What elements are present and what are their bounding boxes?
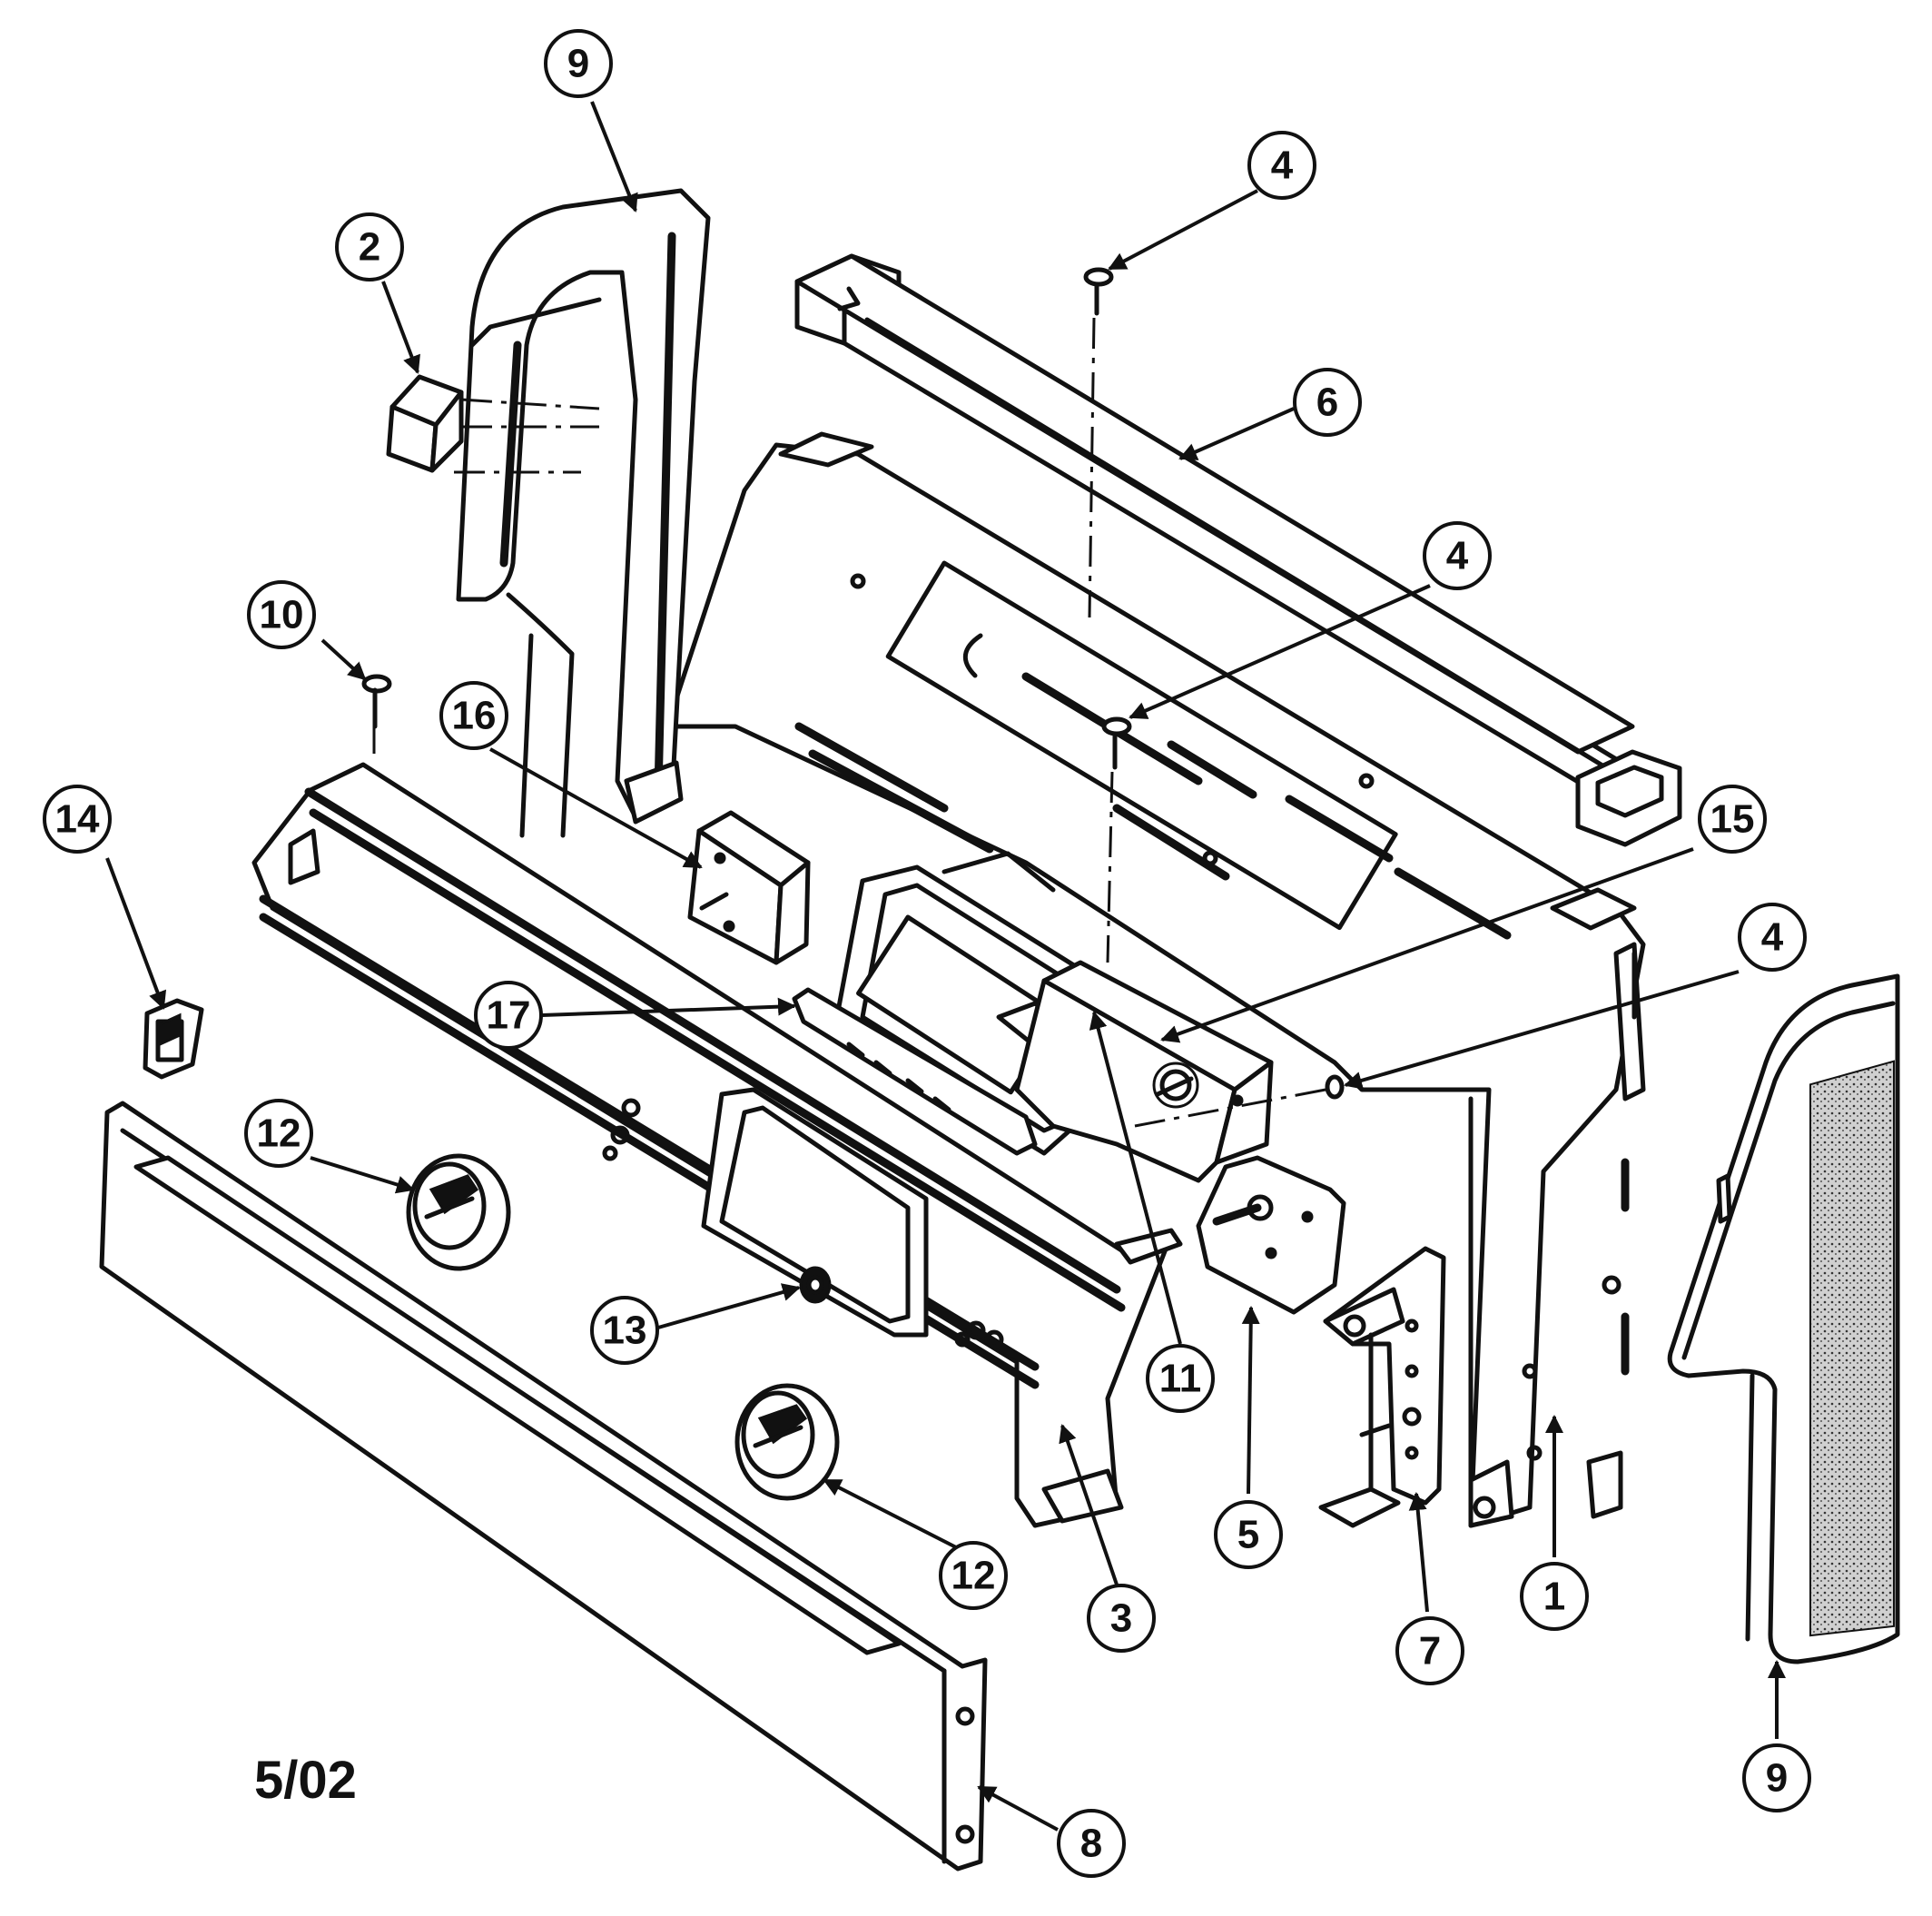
leader-4b xyxy=(1129,584,1431,719)
callout-7: 7 xyxy=(1395,1616,1464,1685)
screw-part-10 xyxy=(361,674,392,754)
callout-4b: 4 xyxy=(1423,521,1492,590)
block-part-2 xyxy=(386,374,600,474)
callout-3-label: 3 xyxy=(1110,1596,1132,1641)
callout-2: 2 xyxy=(335,212,404,281)
callout-8-label: 8 xyxy=(1080,1822,1102,1866)
left-side-trim-part xyxy=(456,188,711,838)
rocker-switch-part-14 xyxy=(143,998,204,1080)
leader-17 xyxy=(541,997,796,1017)
leader-10 xyxy=(320,638,367,681)
leader-12a xyxy=(310,1156,415,1194)
callout-6: 6 xyxy=(1293,368,1362,437)
callout-2-label: 2 xyxy=(359,225,380,270)
callout-14-label: 14 xyxy=(55,797,100,842)
callout-9a-label: 9 xyxy=(567,42,589,86)
right-side-trim-part xyxy=(1667,973,1900,1664)
callout-4c: 4 xyxy=(1738,903,1807,972)
front-trim-part-8 xyxy=(99,1101,988,1872)
callout-11: 11 xyxy=(1146,1344,1215,1413)
callout-4a: 4 xyxy=(1247,131,1316,200)
leader-12b xyxy=(823,1478,959,1550)
callout-13-label: 13 xyxy=(603,1309,647,1353)
callout-16: 16 xyxy=(439,681,508,750)
screw-part-4-lower xyxy=(1134,1074,1345,1128)
leader-6 xyxy=(1178,407,1295,460)
infinite-switch-part-5 xyxy=(1196,1155,1346,1315)
callout-17-label: 17 xyxy=(487,993,531,1038)
clock-timer-part-15 xyxy=(1014,960,1274,1183)
knob-part-12-upper xyxy=(406,1153,511,1271)
callout-10-label: 10 xyxy=(260,593,304,637)
callout-8: 8 xyxy=(1057,1809,1126,1878)
leader-4a xyxy=(1108,189,1258,271)
date-code: 5/02 xyxy=(254,1751,357,1810)
callout-9a: 9 xyxy=(544,29,613,98)
leader-8 xyxy=(977,1785,1059,1832)
callout-4a-label: 4 xyxy=(1271,143,1294,188)
leader-16 xyxy=(489,747,703,869)
main-back-panel-part xyxy=(665,431,1646,1528)
callout-5-label: 5 xyxy=(1237,1513,1259,1557)
callout-10: 10 xyxy=(247,580,316,649)
callout-5: 5 xyxy=(1214,1500,1283,1569)
leader-14 xyxy=(105,857,167,1010)
callout-7-label: 7 xyxy=(1419,1629,1441,1674)
leader-3 xyxy=(1059,1424,1119,1585)
callout-12b: 12 xyxy=(939,1541,1008,1610)
callout-1: 1 xyxy=(1520,1562,1589,1631)
indicator-light-part-13 xyxy=(799,1266,832,1304)
callout-4c-label: 4 xyxy=(1761,915,1784,960)
callout-17: 17 xyxy=(474,981,543,1050)
leader-5 xyxy=(1241,1306,1260,1495)
leader-11 xyxy=(1089,1011,1182,1345)
callout-16-label: 16 xyxy=(452,694,497,738)
callout-3: 3 xyxy=(1087,1584,1156,1653)
lens-part-17 xyxy=(792,987,1038,1156)
leader-4c xyxy=(1344,970,1740,1090)
leader-2 xyxy=(381,281,420,374)
switch-box-part-16 xyxy=(687,810,811,965)
leader-15 xyxy=(1160,847,1694,1043)
callout-1-label: 1 xyxy=(1543,1575,1565,1619)
leader-9a xyxy=(590,101,638,212)
mounting-bracket-part-7 xyxy=(1318,1246,1446,1528)
callout-14: 14 xyxy=(43,785,112,854)
leader-7 xyxy=(1408,1492,1429,1613)
callout-12b-label: 12 xyxy=(951,1554,996,1598)
callout-11-label: 11 xyxy=(1159,1357,1202,1401)
callout-9b-label: 9 xyxy=(1766,1756,1788,1801)
callout-13: 13 xyxy=(590,1296,659,1365)
callout-12a-label: 12 xyxy=(257,1111,301,1156)
screw-part-4-middle xyxy=(1101,716,1132,963)
callout-9b: 9 xyxy=(1742,1743,1811,1812)
top-rail-part xyxy=(794,253,1682,847)
callout-12a: 12 xyxy=(244,1099,313,1168)
callout-15: 15 xyxy=(1698,785,1767,854)
leader-13 xyxy=(657,1283,801,1329)
callout-15-label: 15 xyxy=(1710,797,1755,842)
leader-lines xyxy=(105,101,1786,1832)
callout-6-label: 6 xyxy=(1316,380,1338,425)
screw-part-4-upper xyxy=(1083,267,1114,618)
callout-4b-label: 4 xyxy=(1446,534,1469,578)
knob-part-12-lower xyxy=(734,1383,840,1501)
